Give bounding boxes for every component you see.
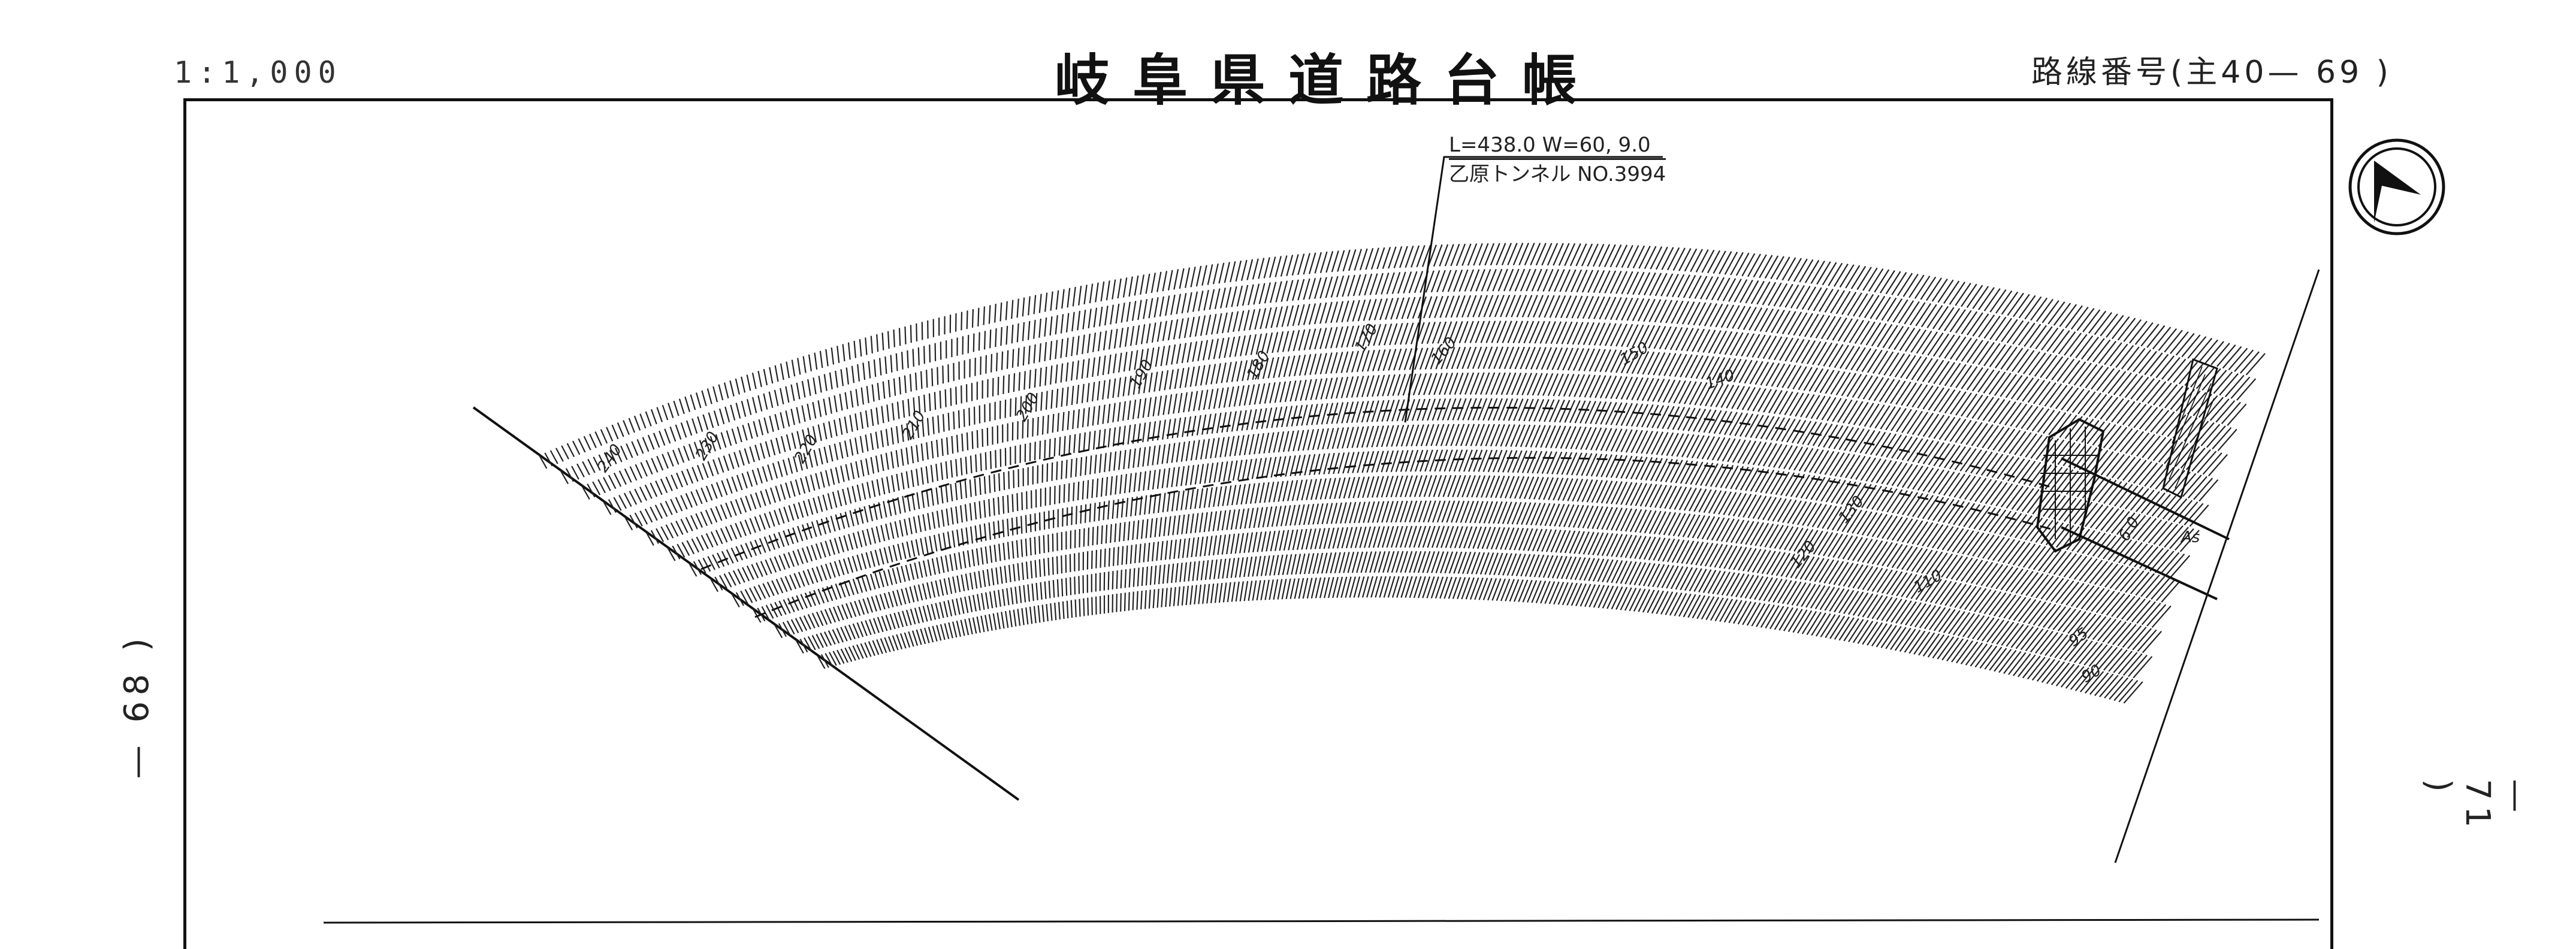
next-page-ref: — 71 ) bbox=[2419, 779, 2536, 834]
terrain-hatching bbox=[539, 243, 2266, 704]
right-boundary-line bbox=[2114, 269, 2320, 863]
road-edge-upper bbox=[2061, 457, 2230, 540]
map-frame bbox=[183, 98, 2333, 949]
map-scale: 1:1,000 bbox=[174, 55, 342, 90]
page-title: 岐阜県道路台帳 bbox=[1055, 48, 1600, 113]
contour-label: 170 bbox=[1351, 321, 1382, 356]
annotation-leader bbox=[1404, 156, 1663, 423]
north-arrow-icon bbox=[2348, 138, 2445, 235]
route-number: 路線番号(主40— 69 ) bbox=[2031, 55, 2392, 90]
retaining-wall-crosshatch bbox=[2166, 366, 2215, 489]
road-edge-lower bbox=[2061, 526, 2218, 600]
prev-page-ref: — 68 ) bbox=[117, 632, 156, 779]
portal-crosshatch bbox=[2040, 427, 2097, 542]
tunnel-name: 乙原トンネル NO.3994 bbox=[1449, 158, 1666, 188]
road-surface-label: As bbox=[2180, 528, 2200, 546]
tunnel-portal bbox=[2036, 418, 2105, 553]
retaining-wall bbox=[2162, 358, 2218, 499]
tunnel-centerline-lower bbox=[754, 457, 2056, 618]
tunnel-centerline-upper bbox=[700, 406, 2056, 570]
left-boundary-line bbox=[472, 406, 1020, 801]
tunnel-annotation: L=438.0 W=60, 9.0 乙原トンネル NO.3994 bbox=[1449, 132, 1666, 188]
hatch-strokes bbox=[539, 243, 2266, 704]
contour-label: 150 bbox=[1617, 339, 1652, 369]
tunnel-dimensions: L=438.0 W=60, 9.0 bbox=[1449, 133, 1651, 157]
bottom-line bbox=[323, 918, 2320, 924]
